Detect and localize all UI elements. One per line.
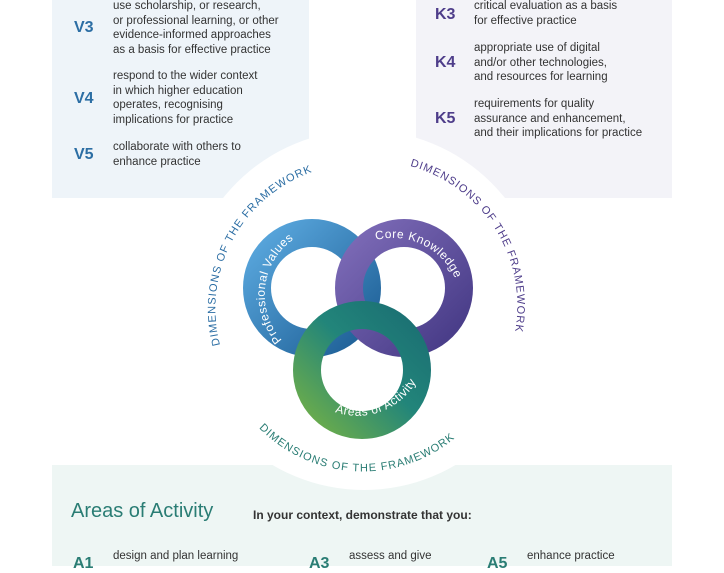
areas-of-activity-ring (293, 301, 431, 439)
knowledge-code-k3: K3 (435, 6, 456, 23)
activity-title: Areas of Activity (71, 500, 214, 522)
value-code-v4: V4 (74, 90, 94, 107)
knowledge-code-k4: K4 (435, 54, 456, 71)
value-text-v4: respond to the wider context in which hi… (113, 70, 258, 126)
activity-text-a3: assess and give (349, 550, 432, 562)
activity-text-a1: design and plan learning (113, 550, 239, 562)
value-code-v5: V5 (74, 146, 94, 163)
knowledge-text-k3: critical evaluation as a basis for effec… (474, 0, 618, 27)
knowledge-text-k4: appropriate use of digital and/or other … (474, 42, 608, 83)
knowledge-text-k5: requirements for quality assurance and e… (474, 98, 643, 139)
value-text-v5: collaborate with others to enhance pract… (113, 141, 241, 168)
knowledge-code-k5: K5 (435, 110, 456, 127)
activity-intro: In your context, demonstrate that you: (253, 508, 472, 522)
value-text-v3: use scholarship, or research, or profess… (113, 0, 279, 56)
areas-of-activity-panel: A1 design and plan learning A3 assess an… (52, 465, 672, 572)
activity-text-a5: enhance practice (527, 550, 615, 562)
professional-values-panel: V3 use scholarship, or research, or prof… (52, 0, 309, 198)
value-code-v3: V3 (74, 19, 94, 36)
